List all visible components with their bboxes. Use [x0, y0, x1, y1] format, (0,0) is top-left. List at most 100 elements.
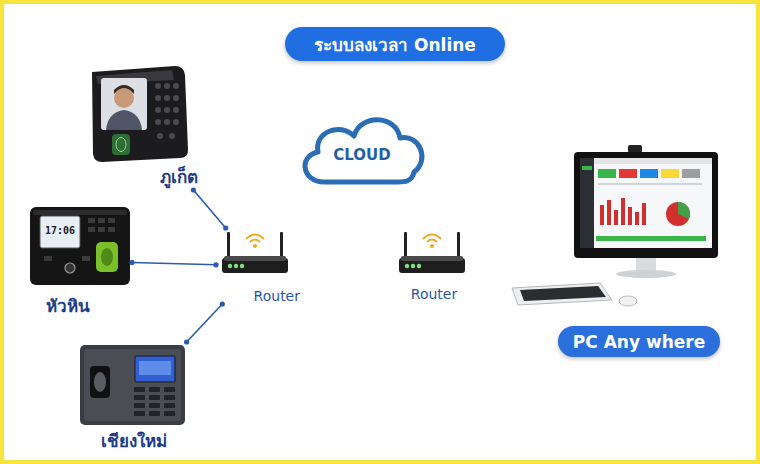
router-symbol	[430, 244, 434, 248]
pc-node: PC Any where	[558, 326, 720, 357]
link-dot	[184, 339, 189, 344]
title-pill: ระบบลงเวลา Online	[285, 27, 505, 61]
router-symbol	[417, 264, 421, 268]
face-scanner-device	[155, 107, 161, 113]
network-link	[191, 187, 229, 230]
link-line	[193, 190, 225, 228]
keypad-device	[135, 356, 175, 382]
link-dot	[191, 187, 196, 192]
pc-monitor	[619, 169, 637, 178]
pc-monitor	[640, 169, 658, 178]
keypad-device	[80, 345, 185, 425]
fingerprint-device	[40, 216, 80, 248]
fingerprint-device	[108, 218, 115, 223]
pc-monitor	[598, 183, 702, 185]
face-scanner-device	[155, 119, 161, 125]
face-scanner-device	[114, 88, 134, 108]
keypad-device	[80, 345, 185, 425]
keypad-device	[90, 366, 110, 398]
router-symbol	[253, 244, 257, 248]
fingerprint-device	[98, 218, 105, 223]
face-scanner-device	[173, 95, 179, 101]
pc-monitor	[666, 202, 690, 226]
router-symbol	[228, 264, 232, 268]
fingerprint-device	[108, 227, 115, 232]
pc-monitor	[682, 169, 700, 178]
keypad-device	[149, 411, 160, 416]
pc-monitor	[580, 158, 594, 248]
face-scanner-device	[155, 83, 179, 139]
router-symbol	[404, 232, 407, 260]
node-label: Router	[394, 286, 474, 302]
keypad-device	[149, 403, 160, 408]
router-symbol	[246, 235, 264, 240]
pc-monitor	[512, 283, 612, 305]
router-symbol	[227, 232, 230, 260]
keypad-device	[164, 395, 175, 400]
face-scanner-device	[173, 119, 179, 125]
face-scanner-device	[173, 83, 179, 89]
link-dot	[223, 225, 228, 230]
router-symbol	[234, 264, 238, 268]
pc-monitor	[628, 145, 642, 153]
router-symbol	[250, 240, 260, 243]
pc-monitor	[628, 207, 632, 225]
pc-monitor	[621, 198, 625, 225]
face-scanner-device	[106, 110, 142, 130]
router-symbol	[280, 232, 283, 260]
node-label: หัวหิน	[46, 292, 132, 319]
fingerprint-device	[82, 256, 90, 261]
link-line	[187, 304, 223, 342]
fingerprint-device	[33, 210, 127, 215]
fingerprint-device	[101, 248, 113, 266]
face-scanner-device	[92, 66, 188, 162]
router-node: Router	[394, 228, 474, 302]
keypad-device	[134, 387, 145, 392]
face-scanner-device	[169, 133, 175, 139]
face-scanner-device	[164, 119, 170, 125]
router-symbol	[423, 235, 441, 240]
node-label: เชียงใหม่	[78, 427, 190, 454]
device-node: หัวหิน	[28, 203, 132, 319]
pc-monitor	[661, 169, 679, 178]
network-link	[129, 260, 218, 268]
link-line	[132, 262, 216, 264]
fingerprint-device	[65, 263, 75, 273]
device-node: เชียงใหม่	[78, 342, 190, 454]
keypad-device	[149, 387, 160, 392]
face-scanner-device	[173, 107, 179, 113]
router-symbol	[240, 264, 244, 268]
face-scanner-device	[155, 95, 161, 101]
screen-clock: 17:06	[40, 225, 80, 236]
keypad-device	[164, 387, 175, 392]
fingerprint-device	[96, 242, 118, 272]
keypad-device	[84, 349, 181, 421]
keypad-device	[134, 387, 175, 416]
face-scanner-device	[164, 95, 170, 101]
pc-monitor	[635, 212, 639, 225]
pc-monitor	[512, 145, 718, 306]
keypad-device	[94, 372, 106, 392]
face-scanner-device	[164, 107, 170, 113]
router-symbol	[457, 232, 460, 260]
keypad-device	[139, 361, 171, 375]
node-label: ภูเก็ต	[80, 163, 198, 190]
pc-monitor	[614, 210, 618, 225]
pc-monitor	[616, 270, 676, 278]
fingerprint-device	[88, 227, 95, 232]
fingerprint-device	[88, 218, 95, 223]
fingerprint-device	[30, 207, 130, 285]
node-label: CLOUD	[292, 146, 432, 164]
face-scanner-device	[114, 85, 134, 94]
keypad-device	[164, 403, 175, 408]
pc-monitor	[600, 205, 604, 225]
pc-monitor	[678, 202, 690, 219]
pc-monitor	[600, 198, 646, 225]
router-symbol	[399, 232, 465, 273]
pc-monitor	[594, 158, 712, 164]
pc-monitor	[582, 166, 592, 170]
cloud-node: CLOUD	[292, 108, 432, 192]
pc-monitor	[619, 296, 637, 306]
